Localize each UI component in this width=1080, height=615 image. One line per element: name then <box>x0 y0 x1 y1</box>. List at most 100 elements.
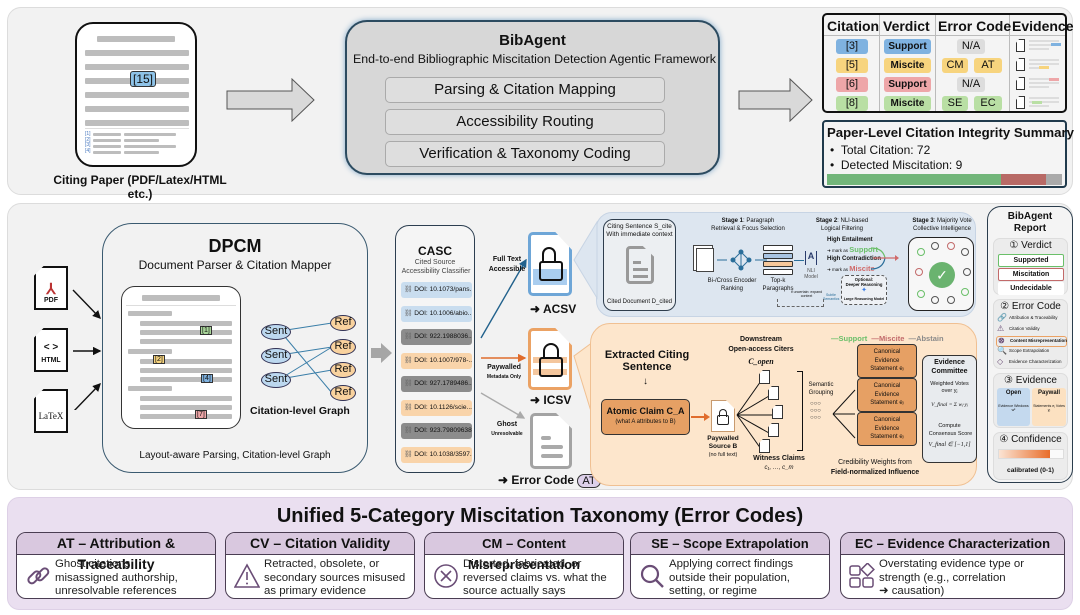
context-label: With immediate context <box>606 231 673 238</box>
ghost-doc-icon <box>530 413 572 469</box>
evidence-open-sub: Evidence Windows wᵏ <box>998 404 1029 412</box>
desc-line: misassigned authorship, <box>55 571 178 584</box>
desc-line: Retracted, obsolete, or <box>264 558 380 570</box>
desc-line: reversed claims vs. what the <box>463 571 607 584</box>
doi-item[interactable]: ⛓ DOI: 922.1988036... <box>401 329 472 345</box>
stage2-text: : NLI-based <box>837 218 869 224</box>
report-title: BibAgent <box>1007 211 1053 222</box>
route-label: Unresolvable <box>491 431 523 437</box>
error-code-badge: AT <box>577 474 601 488</box>
taxonomy-card-title: CV – Citation Validity <box>226 533 414 555</box>
flow-arrow-icon <box>738 78 813 122</box>
warning-icon <box>233 563 261 589</box>
citation-chip: [5] <box>836 58 868 73</box>
sent-node: Sent <box>261 324 291 340</box>
doi-item[interactable]: ⛓ DOI: 10.1007/978-... <box>401 352 472 369</box>
witness-claims-label: Witness Claims <box>753 455 805 462</box>
cited-document-box: Citing Sentence S_cite With immediate co… <box>603 219 676 311</box>
error-code-chip: N/A <box>957 39 985 54</box>
nli-model-label: NLI Model <box>804 268 818 280</box>
atomic-claim-box: Atomic Claim C_A (what A attributes to B… <box>601 399 690 435</box>
report-title: Report <box>1013 223 1047 234</box>
citing-paper-icon: [15] [1] [2] [3] [4] <box>75 22 197 167</box>
majority-vote-box: ✓ <box>908 237 974 311</box>
doi-item[interactable]: ⛓ DOI: 10.1038/3597... <box>401 446 472 463</box>
mark-as-label: ➜ mark as <box>827 267 849 272</box>
agent-icon <box>947 296 955 304</box>
desc-line: ➜ causation) <box>879 585 945 597</box>
field-normalized-label: Field-normalized Influence <box>830 469 920 476</box>
error-code-chip: AT <box>974 58 1002 73</box>
witness-doc-icon <box>768 423 779 437</box>
doi-item[interactable]: ⛓ DOI: 923.79809638... <box>401 423 472 439</box>
route-label: Full Text <box>492 256 522 263</box>
error-code-label: ➜ Error Code <box>498 473 575 487</box>
topk-label: Top-k <box>770 278 786 284</box>
doi-text: DOI: 922.1988036... <box>414 333 472 340</box>
paywalled-source-icon <box>711 400 735 432</box>
integrity-bar-other <box>1045 174 1062 185</box>
confidence-heading: ④ Confidence <box>999 434 1062 445</box>
stage1-text: Retrieval & Focus Selection <box>711 226 785 232</box>
atomic-claim-sub: (what A attributes to B) <box>615 419 676 425</box>
cite-tag: [2] <box>153 355 165 364</box>
shapes-icon: ◇ <box>997 357 1004 366</box>
cite-tag: [4] <box>201 374 213 383</box>
confidence-section: ④ Confidence calibrated (0-1) <box>993 432 1068 480</box>
evidence-doc-icon <box>1016 96 1061 111</box>
summary-title: Paper-Level Citation Integrity Summary <box>827 125 1074 140</box>
link-icon: ⛓ <box>404 309 415 317</box>
doi-item[interactable]: ⛓ DOI: 10.1006/abio... <box>401 305 472 322</box>
atomic-claim-label: Atomic Claim C_A <box>606 406 685 416</box>
canonical-line: Evidence <box>874 357 900 364</box>
evidence-doc-icon <box>1016 77 1061 92</box>
pdf-file-icon: ⅄PDF <box>34 266 68 310</box>
flow-arrow-icon <box>226 78 315 122</box>
canonical-line: Evidence <box>874 391 900 398</box>
witness-doc-icon <box>772 405 783 419</box>
confidence-bar-fill <box>999 450 1051 458</box>
link-icon: ⛓ <box>404 380 415 387</box>
doi-item[interactable]: ⛓ DOI: 927.1789486... <box>401 376 472 392</box>
stage3-label: Stage 3 <box>912 218 934 224</box>
compute-label: Compute <box>938 423 961 429</box>
encoder-graph-icon <box>717 249 767 271</box>
dpcm-subtitle: Document Parser & Citation Mapper <box>138 258 332 272</box>
integrity-bar-miscited <box>1000 174 1046 185</box>
cite-tag: [7] <box>195 410 207 419</box>
ref-marker: [2] <box>85 136 91 143</box>
verdict-miscitation: Miscitation <box>998 268 1064 281</box>
doi-text: DOI: 923.79809638... <box>414 427 472 434</box>
header-verdict: Verdict <box>883 18 930 34</box>
dpcm-caption: Layout-aware Parsing, Citation-level Gra… <box>139 450 331 461</box>
link-icon: ⛓ <box>404 450 415 458</box>
verdict-chip: Support <box>884 77 931 92</box>
cited-document-label: Cited Document D_cited <box>606 299 673 305</box>
doi-item[interactable]: ⛓ DOI: 10.1126/scie... <box>401 399 472 416</box>
report-error-item: ⚠Citation Validity <box>996 325 1067 336</box>
verdict-chip: Miscite <box>884 96 931 111</box>
header-evidence: Evidence <box>1012 18 1074 34</box>
agent-icon <box>917 248 925 256</box>
error-code-chip: EC <box>974 96 1002 111</box>
doi-item[interactable]: ⛓ DOI: 10.1073/pans... <box>401 282 472 298</box>
agent-icon <box>917 290 925 298</box>
dpcm-title: DPCM <box>208 236 262 256</box>
ref-node: Ref <box>330 315 356 331</box>
error-code-chip: CM <box>942 58 968 73</box>
committee-title: Committee <box>931 368 968 375</box>
canonical-line: Canonical <box>873 349 901 355</box>
desc-line: as primary evidence <box>264 585 366 597</box>
taxonomy-card-title: CM – Content Misrepresentation <box>425 533 623 572</box>
evidence-doc-icon <box>1016 39 1061 54</box>
agent-icon <box>931 296 939 304</box>
route-label: Paywalled <box>487 364 521 371</box>
verdict-supported: Supported <box>998 254 1064 267</box>
citing-paper-caption: Citing Paper (PDF/Latex/HTML etc.) <box>53 173 227 201</box>
doi-text: DOI: 927.1789486... <box>414 380 472 387</box>
report-error-item: 🔍Scope Extrapolation <box>996 347 1067 358</box>
